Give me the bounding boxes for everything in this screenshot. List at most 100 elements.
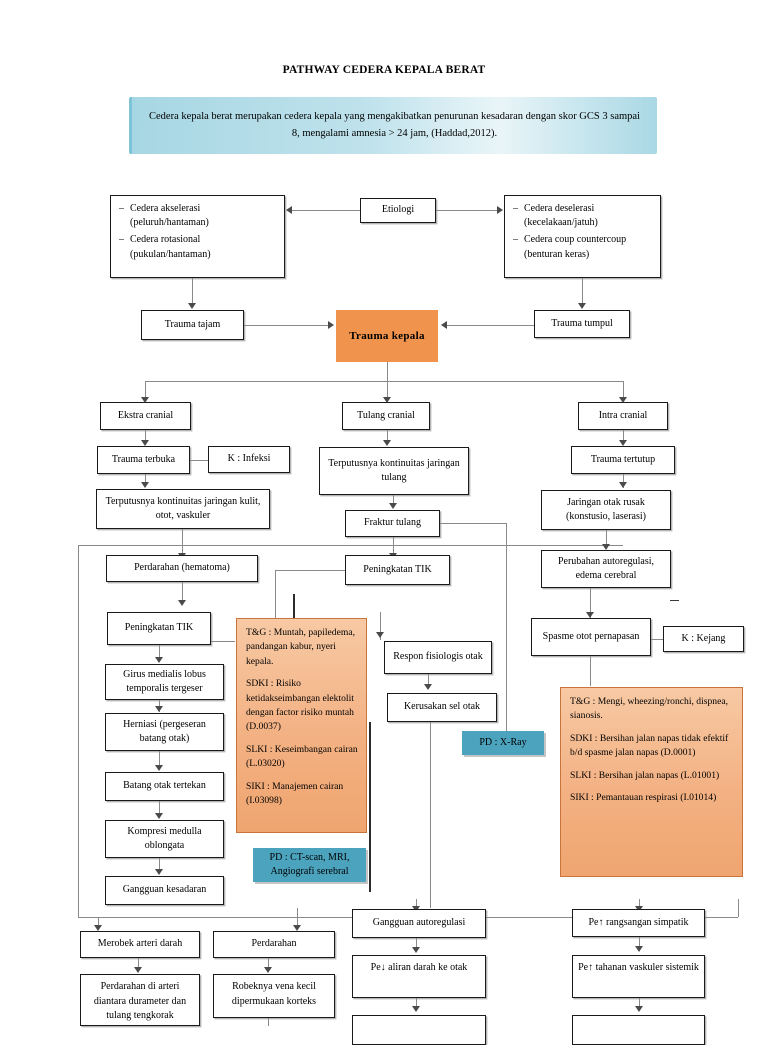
arrow-down-icon	[155, 869, 163, 875]
connector	[590, 588, 592, 618]
arrow-down-icon	[424, 684, 432, 690]
arrow-down-icon	[619, 440, 627, 446]
connector	[145, 381, 147, 400]
node-pe-aliran-darah: Pe↓ aliran darah ke otak	[352, 955, 486, 998]
arrow-down-icon	[602, 544, 610, 550]
node-batang-otak: Batang otak tertekan	[105, 772, 224, 801]
node-perdarahan-arteri: Perdarahan di arteri diantara durameter …	[80, 974, 200, 1026]
node-merobek-arteri: Merobek arteri darah	[80, 931, 200, 958]
connector	[211, 641, 235, 643]
connector	[159, 858, 161, 874]
connector	[244, 325, 328, 327]
connector	[447, 325, 534, 327]
arrow-down-icon	[293, 925, 301, 931]
node-respon-fisiologis: Respon fisiologis otak	[384, 641, 492, 674]
node-bottom-cutoff-left	[352, 1015, 486, 1045]
list-item: – Cedera akselerasi (peluruh/hantaman)	[119, 202, 278, 230]
connector	[145, 381, 623, 383]
panel-tg: T&G : Mengi, wheezing/ronchi, dispnea, s…	[570, 696, 728, 722]
arrow-down-icon	[155, 765, 163, 771]
bullet-text: Cedera akselerasi (peluruh/hantaman)	[130, 203, 209, 229]
connector	[369, 722, 371, 892]
arrow-down-icon	[178, 600, 186, 606]
connector	[78, 545, 80, 917]
bullet-text: Cedera rotasional (pukulan/hantaman)	[130, 234, 211, 260]
node-bottom-cutoff-right	[572, 1015, 705, 1045]
panel-muntah-intervention: T&G : Muntah, papiledema, pandangan kabu…	[236, 618, 367, 833]
list-item: – Cedera deselerasi (kecelakaan/jatuh)	[513, 202, 654, 230]
arrow-down-icon	[619, 482, 627, 488]
connector	[639, 998, 641, 1010]
page-title: PATHWAY CEDERA KEPALA BERAT	[282, 64, 486, 76]
bullet-dash: –	[119, 234, 124, 246]
node-robeknya-vena: Robeknya vena kecil dipermukaan korteks	[213, 974, 335, 1018]
node-perdarahan: Perdarahan	[213, 931, 335, 958]
arrow-right-icon	[328, 321, 334, 329]
node-terputusnya-tulang: Terputusnya kontinuitas jaringan tulang	[319, 447, 469, 495]
connector	[428, 674, 430, 688]
connector	[182, 545, 184, 557]
node-left-causes: – Cedera akselerasi (peluruh/hantaman) –…	[110, 195, 285, 278]
connector	[416, 998, 418, 1010]
node-fraktur-tulang: Fraktur tulang	[345, 510, 440, 537]
tick-mark	[670, 600, 679, 602]
connector	[738, 899, 740, 917]
panel-siki: SIKI : Pemantauan respirasi (I.01014)	[570, 791, 717, 803]
connector	[138, 958, 140, 972]
node-peningkatan-tik-left: Peningkatan TIK	[107, 612, 211, 645]
node-perdarahan-hematoma: Perdarahan (hematoma)	[106, 555, 258, 582]
connector	[623, 381, 625, 400]
node-perubahan-autoregulasi: Perubahan autoregulasi, edema cerebral	[541, 550, 671, 588]
arrow-down-icon	[188, 303, 196, 309]
connector	[192, 278, 194, 306]
node-gangguan-autoregulasi: Gangguan autoregulasi	[352, 909, 486, 938]
arrow-down-icon	[412, 1006, 420, 1012]
panel-slki: SLKI : Bersihan jalan napas (L.01001)	[570, 769, 720, 781]
arrow-down-icon	[635, 1006, 643, 1012]
arrow-down-icon	[376, 632, 384, 638]
connector	[268, 1018, 270, 1026]
node-kerusakan-sel-otak: Kerusakan sel otak	[387, 693, 497, 722]
bullet-text: Cedera coup countercoup (benturan keras)	[524, 234, 627, 260]
node-trauma-tumpul: Trauma tumpul	[534, 310, 630, 338]
node-right-causes: – Cedera deselerasi (kecelakaan/jatuh) –…	[504, 195, 661, 278]
bullet-dash: –	[119, 203, 124, 214]
connector	[639, 899, 641, 911]
connector	[275, 570, 345, 572]
connector	[430, 722, 432, 908]
connector	[651, 639, 663, 641]
arrow-down-icon	[134, 967, 142, 973]
arrow-down-icon	[586, 612, 594, 618]
arrow-down-icon	[389, 503, 397, 509]
connector	[416, 899, 418, 911]
node-intra-cranial: Intra cranial	[578, 402, 668, 430]
node-tulang-cranial: Tulang cranial	[342, 402, 430, 430]
node-girus-medialis: Girus medialis lobus temporalis tergeser	[105, 664, 224, 700]
pathway-diagram-canvas: PATHWAY CEDERA KEPALA BERAT Cedera kepal…	[78, 64, 744, 1045]
node-jaringan-otak-rusak: Jaringan otak rusak (konstusio, laserasi…	[541, 490, 671, 530]
connector	[159, 645, 161, 661]
connector	[98, 917, 100, 929]
connector	[590, 656, 592, 686]
arrow-left-icon	[286, 206, 292, 214]
connector	[182, 582, 184, 604]
node-ekstra-cranial: Ekstra cranial	[100, 402, 191, 430]
node-etiologi: Etiologi	[360, 198, 436, 223]
node-gangguan-kesadaran: Gangguan kesadaran	[105, 876, 224, 905]
node-trauma-tajam: Trauma tajam	[141, 310, 244, 340]
arrow-down-icon	[141, 397, 149, 403]
connector	[623, 474, 625, 488]
node-trauma-kepala: Trauma kepala	[336, 310, 438, 362]
arrow-down-icon	[141, 482, 149, 488]
node-k-kejang: K : Kejang	[663, 626, 744, 652]
arrow-down-icon	[141, 440, 149, 446]
node-pd-ctscan: PD : CT-scan, MRI, Angiografi serebral	[253, 848, 366, 882]
arrow-down-icon	[578, 303, 586, 309]
connector	[387, 362, 389, 381]
arrow-down-icon	[383, 440, 391, 446]
list-item: – Cedera coup countercoup (benturan kera…	[513, 233, 654, 261]
node-kompresi-medulla: Kompresi medulla oblongata	[105, 820, 224, 858]
connector	[275, 570, 277, 628]
arrow-down-icon	[412, 947, 420, 953]
connector	[393, 537, 395, 557]
